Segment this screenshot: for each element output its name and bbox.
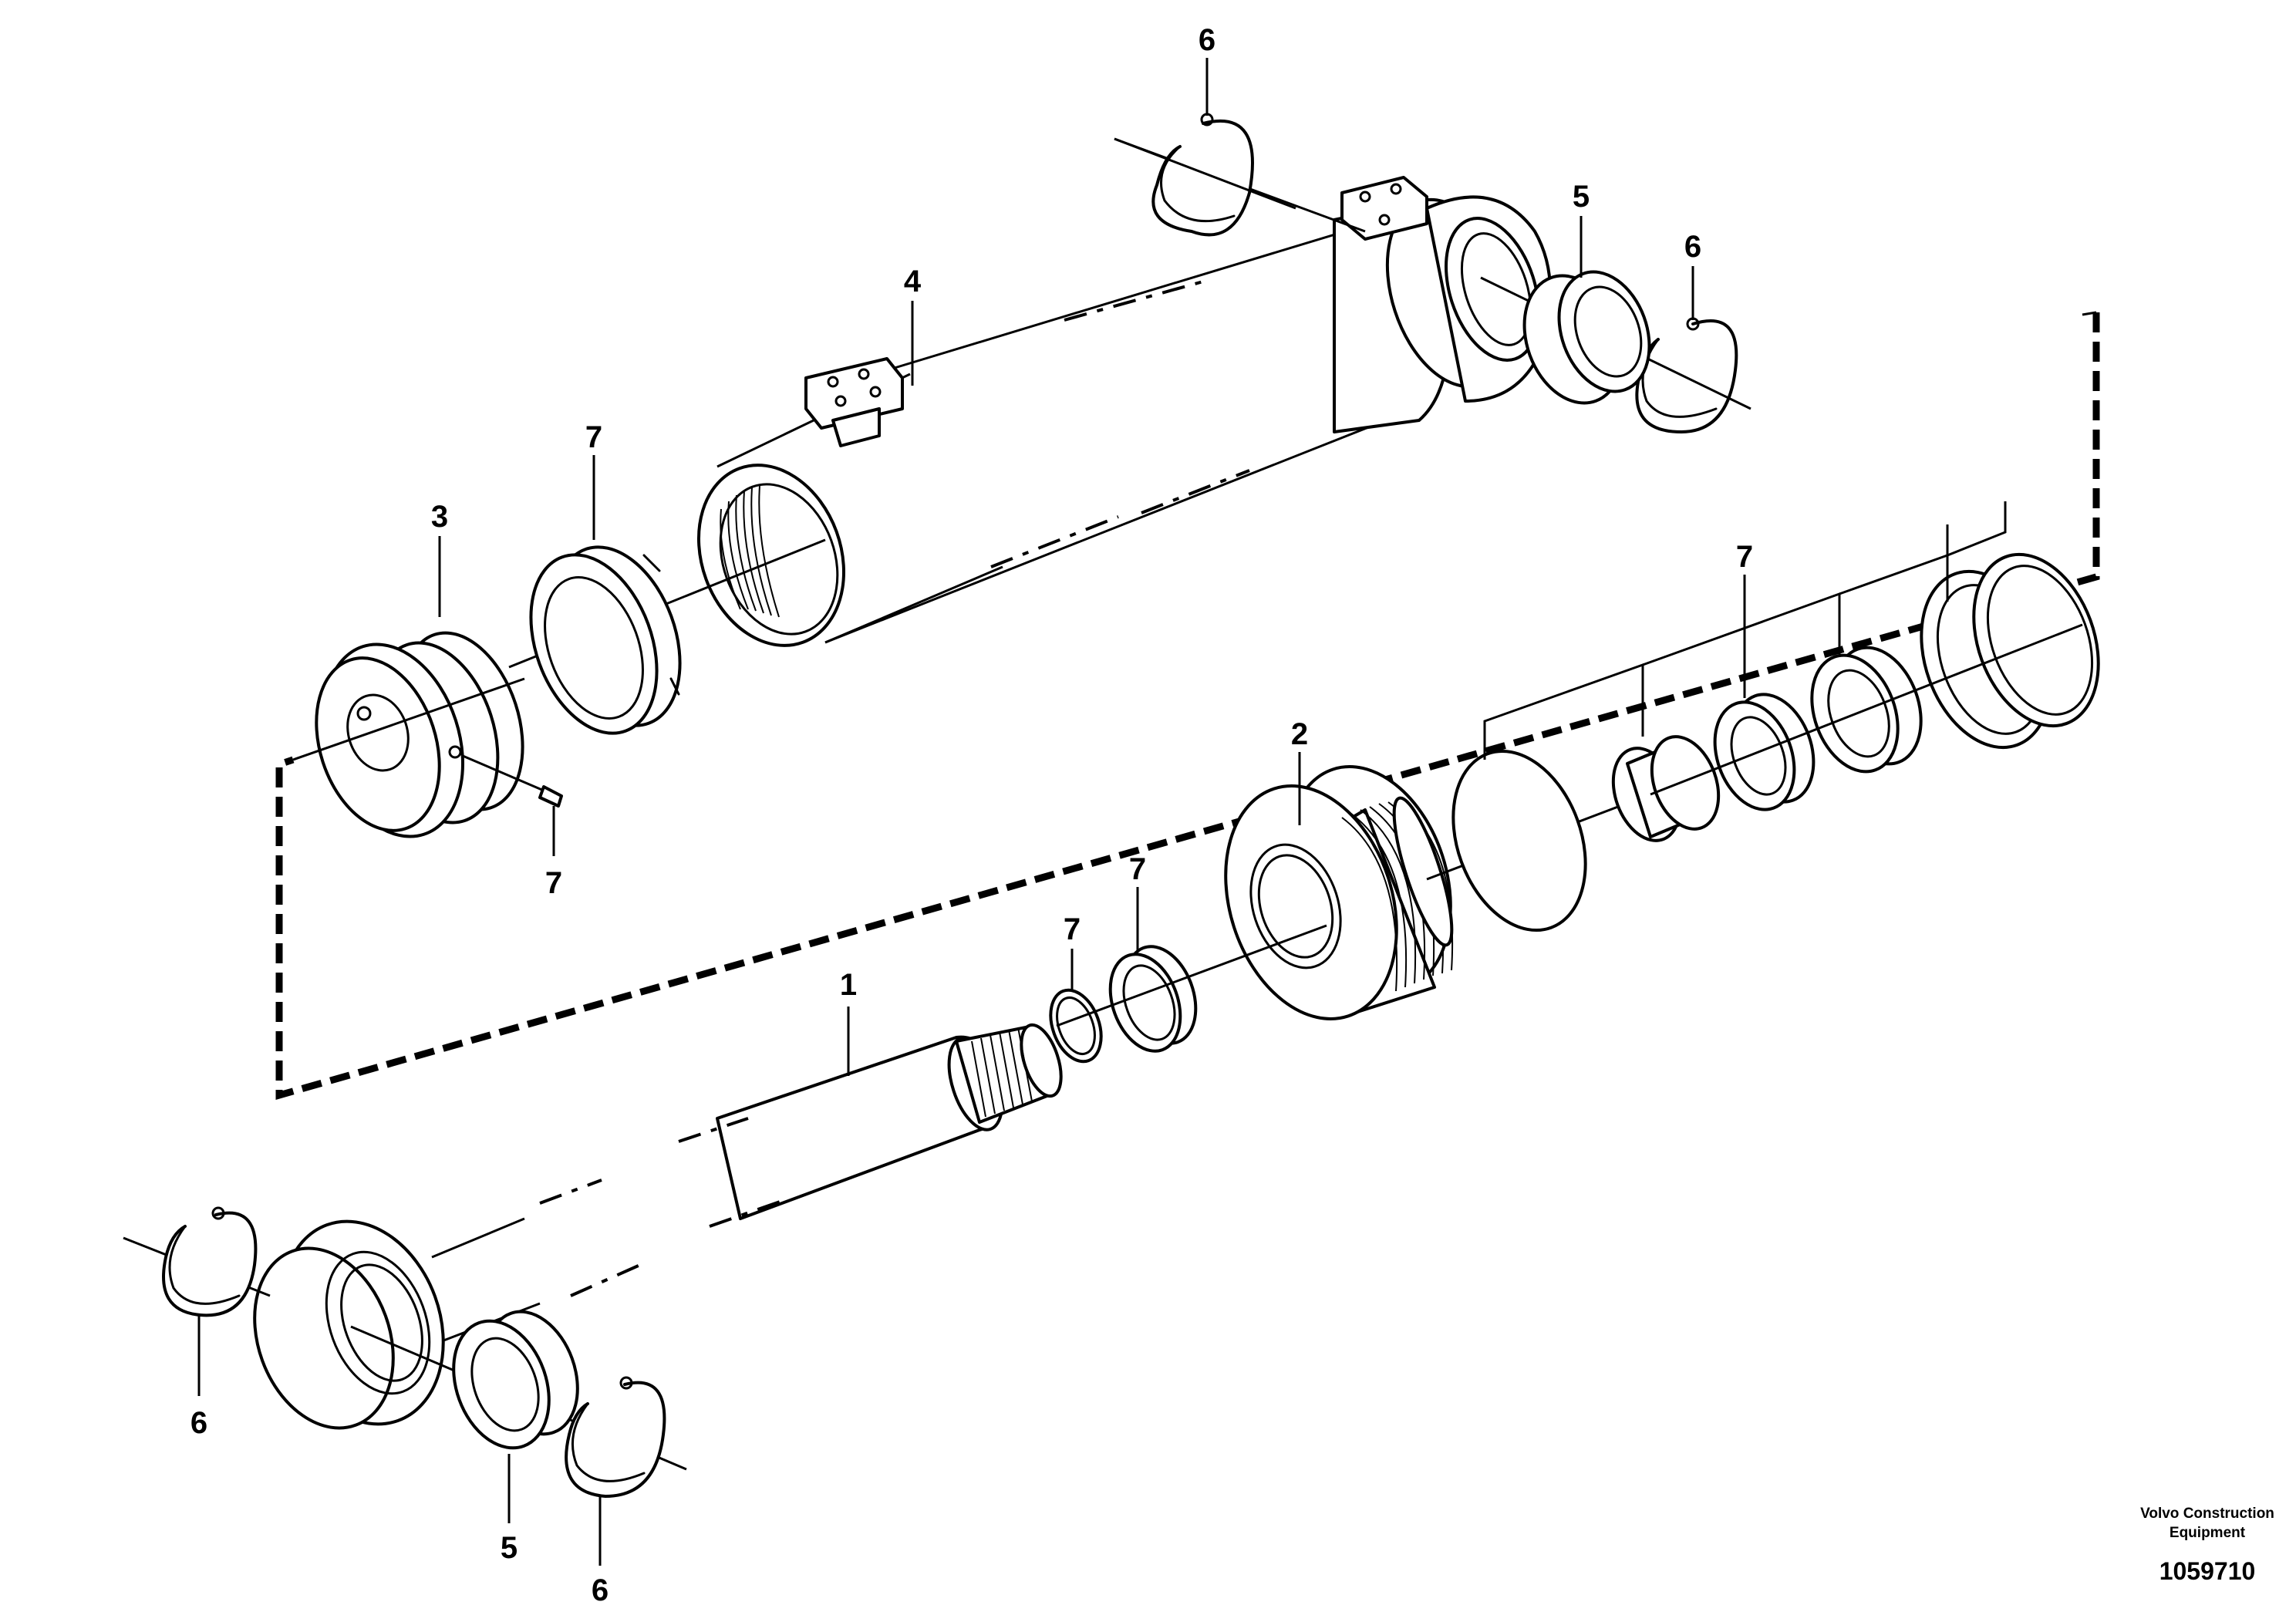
callout-6-top-right: 6 <box>1684 230 1701 264</box>
callout-4: 4 <box>904 265 922 298</box>
callout-3: 3 <box>431 500 448 534</box>
callout-7-piston-a: 7 <box>1064 912 1081 946</box>
bushing-bottom <box>452 1310 579 1450</box>
cylinder-tube <box>508 137 1552 669</box>
callout-7-piston-b: 7 <box>1129 852 1146 886</box>
leader-lines <box>197 58 2007 1566</box>
piston-seal-set <box>1451 552 2100 932</box>
callout-labels: 1 2 3 4 5 5 6 6 6 6 7 7 7 7 7 <box>190 23 1753 1607</box>
brand-line-2: Equipment <box>2170 1525 2246 1541</box>
callout-6-bottom: 6 <box>592 1573 609 1607</box>
snap-ring-bottom <box>565 1376 666 1498</box>
head-seal-ring <box>529 545 682 735</box>
callout-1: 1 <box>840 968 857 1002</box>
piston <box>1056 765 1651 1027</box>
callout-2: 2 <box>1291 717 1308 751</box>
callout-6-bottom-left: 6 <box>190 1406 207 1440</box>
assembly-frame <box>275 311 2100 1100</box>
callout-5-bottom: 5 <box>501 1531 518 1565</box>
callout-5-top: 5 <box>1573 180 1590 214</box>
rod-oring <box>1049 988 1103 1064</box>
piston-rod <box>123 1023 1063 1471</box>
callout-7-head: 7 <box>585 420 602 454</box>
callout-7-seal-set: 7 <box>1736 540 1753 574</box>
callout-6-top: 6 <box>1199 23 1215 57</box>
brand-line-1: Volvo Construction <box>2140 1506 2274 1522</box>
drawing-number: 1059710 <box>2159 1557 2256 1585</box>
snap-ring-bottom-left <box>162 1206 258 1317</box>
callout-7-screw: 7 <box>545 866 562 900</box>
title-block: Volvo Construction Equipment 1059710 <box>2140 1506 2274 1585</box>
piston-seal-small <box>1108 945 1198 1053</box>
bushing-top <box>1522 270 1651 405</box>
cylinder-head <box>292 631 563 838</box>
snap-ring-top <box>1114 113 1296 237</box>
